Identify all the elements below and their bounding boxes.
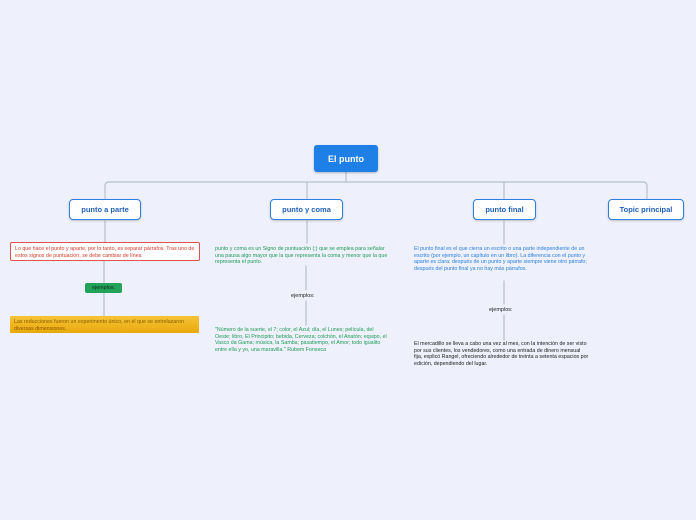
root-topic-label: El punto <box>328 153 364 164</box>
example-text: Las reducciones fueron un experimento ún… <box>14 319 184 332</box>
examples-label-text: ejemplos: <box>291 293 315 299</box>
punto-final-description[interactable]: El punto final es el que cierra un escri… <box>414 246 596 273</box>
example-text: "Número de la suerte, el 7; color, el Az… <box>215 327 387 354</box>
punto-y-coma-examples-label[interactable]: ejemplos: <box>291 293 315 299</box>
branch-label: punto final <box>485 205 524 214</box>
branch-punto-a-parte[interactable]: punto a parte <box>69 199 141 220</box>
punto-y-coma-description[interactable]: punto y coma es un Signo de puntuación (… <box>215 246 393 266</box>
punto-y-coma-example[interactable]: "Número de la suerte, el 7; color, el Az… <box>215 327 387 354</box>
root-topic-el-punto[interactable]: El punto <box>314 145 378 172</box>
punto-a-parte-description[interactable]: Lo que hace el punto y aparte, por lo ta… <box>10 242 200 261</box>
branch-punto-y-coma[interactable]: punto y coma <box>270 199 343 220</box>
branch-topic-principal[interactable]: Topic principal <box>608 199 684 220</box>
description-text: punto y coma es un Signo de puntuación (… <box>215 246 388 266</box>
description-text: El punto final es el que cierra un escri… <box>414 246 587 273</box>
examples-label-text: ejemplos: <box>92 285 115 291</box>
branch-punto-final[interactable]: punto final <box>473 199 536 220</box>
punto-final-examples-label[interactable]: ejemplos: <box>489 307 513 313</box>
examples-label-text: ejemplos: <box>489 307 513 313</box>
branch-label: punto a parte <box>81 205 129 214</box>
punto-a-parte-example[interactable]: Las reducciones fueron un experimento ún… <box>10 316 199 333</box>
punto-a-parte-examples-label[interactable]: ejemplos: <box>85 283 122 293</box>
branch-label: Topic principal <box>619 205 673 214</box>
branch-label: punto y coma <box>282 205 331 214</box>
example-text: El mercadillo se lleva a cabo una vez al… <box>414 341 589 368</box>
punto-final-example[interactable]: El mercadillo se lleva a cabo una vez al… <box>414 341 590 368</box>
description-text: Lo que hace el punto y aparte, por lo ta… <box>15 246 195 259</box>
